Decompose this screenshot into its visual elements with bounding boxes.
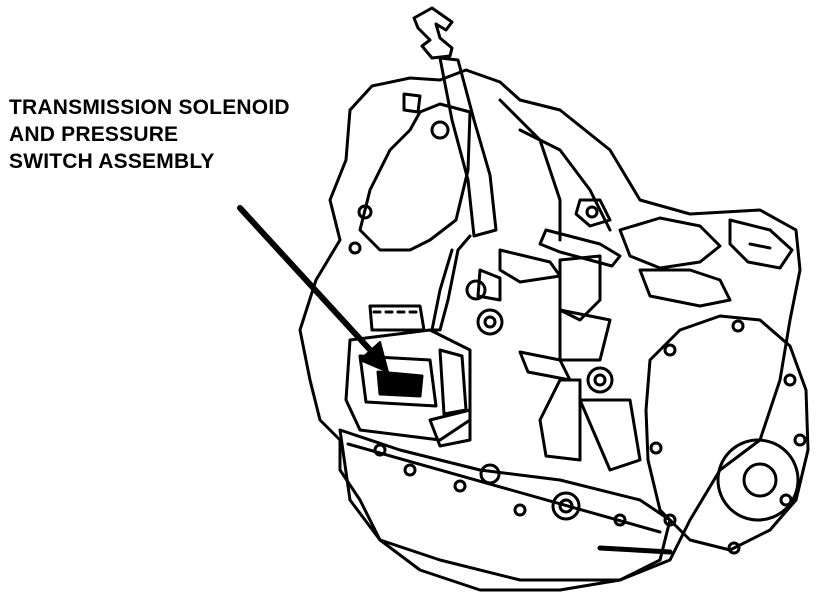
- oil-pan: [338, 428, 673, 582]
- callout-line-3: SWITCH ASSEMBLY: [9, 150, 215, 173]
- solenoid-assembly: [344, 304, 472, 448]
- callout-label: TRANSMISSION SOLENOID AND PRESSURE SWITC…: [9, 94, 290, 175]
- case-details: [465, 248, 642, 472]
- converter-housing: [644, 314, 810, 555]
- callout-line-1: TRANSMISSION SOLENOID: [9, 96, 290, 119]
- callout-line-2: AND PRESSURE: [9, 123, 179, 146]
- arrow-icon: [237, 205, 389, 373]
- transmission-case: [298, 68, 802, 592]
- dipstick: [412, 6, 498, 332]
